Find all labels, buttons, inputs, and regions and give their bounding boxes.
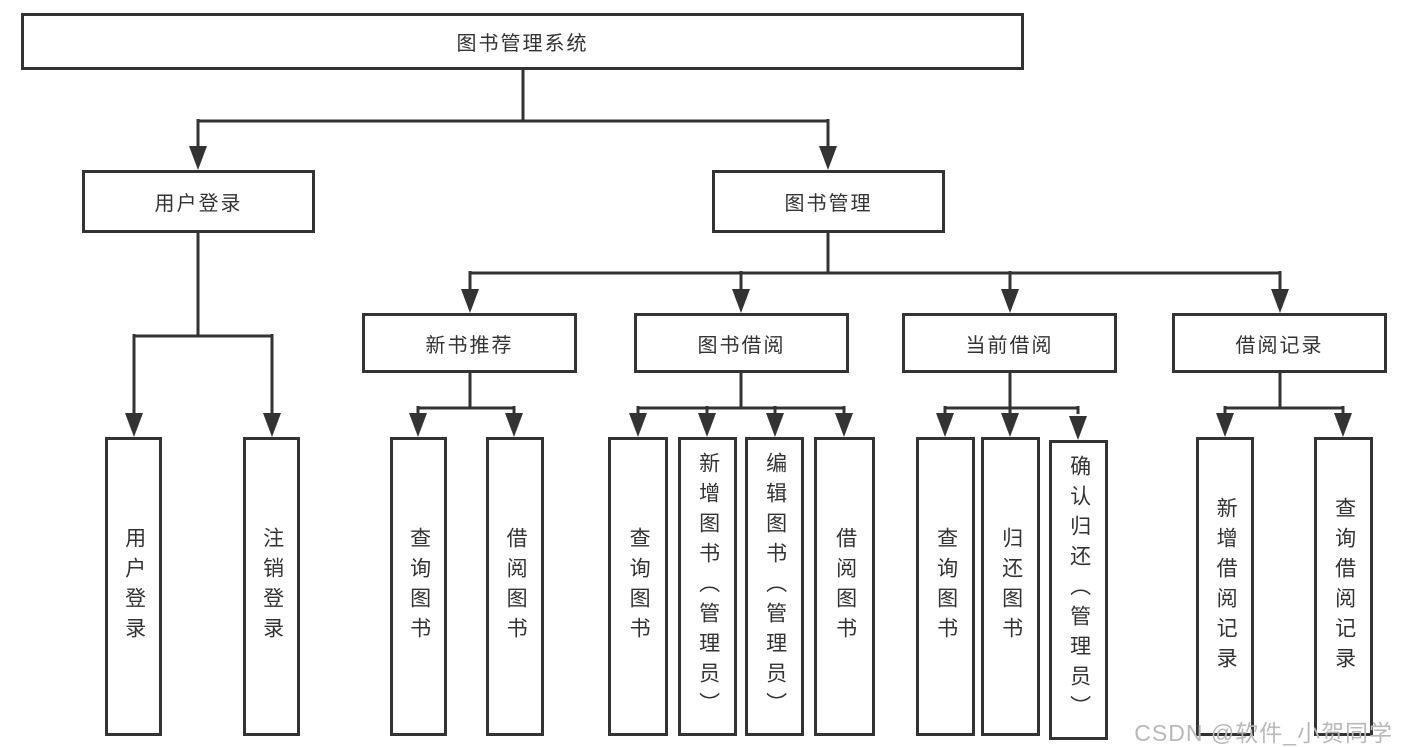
leaf-label: 查询图书 (407, 526, 431, 647)
node-label: 图书管理 (784, 193, 873, 215)
leaf-label: 归还图书 (999, 526, 1023, 647)
node-label: 当前借阅 (965, 334, 1054, 357)
leaf-borrow-books-borrowing: 借阅图书 (814, 437, 875, 736)
node-borrowing-records: 借阅记录 (1172, 313, 1387, 373)
leaf-add-book-admin: 新增图书（管理员） (678, 437, 737, 736)
leaf-label: 查询借阅记录 (1332, 496, 1356, 677)
node-label: 图书借阅 (697, 334, 786, 357)
leaf-return-books: 归还图书 (981, 437, 1040, 736)
leaf-add-borrow-record: 新增借阅记录 (1196, 437, 1254, 736)
node-book-management: 图书管理 (712, 170, 945, 233)
leaf-label: 查询图书 (934, 526, 958, 647)
leaf-query-books-borrowing: 查询图书 (608, 437, 668, 736)
leaf-label: 确认归还（管理员） (1067, 455, 1091, 725)
leaf-label: 新增图书（管理员） (696, 451, 720, 722)
leaf-borrow-books-recommend: 借阅图书 (486, 437, 544, 736)
node-label: 图书管理系统 (456, 33, 589, 55)
leaf-label: 新增借阅记录 (1214, 496, 1238, 677)
leaf-confirm-return-admin: 确认归还（管理员） (1049, 440, 1108, 740)
leaf-query-books-recommend: 查询图书 (390, 437, 447, 736)
leaf-label: 借阅图书 (833, 526, 857, 647)
node-label: 用户登录 (154, 193, 243, 215)
leaf-label: 编辑图书（管理员） (763, 451, 787, 722)
node-current-borrowing: 当前借阅 (902, 313, 1117, 373)
node-label: 新书推荐 (425, 334, 514, 357)
leaf-query-borrow-record: 查询借阅记录 (1314, 437, 1373, 736)
node-user-login: 用户登录 (82, 170, 315, 233)
leaf-user-login: 用户登录 (105, 437, 162, 736)
leaf-edit-book-admin: 编辑图书（管理员） (745, 437, 804, 736)
leaf-label: 用户登录 (122, 526, 146, 647)
leaf-label: 查询图书 (627, 526, 651, 647)
node-label: 借阅记录 (1235, 334, 1324, 357)
node-new-book-recommendation: 新书推荐 (362, 313, 577, 373)
watermark-text: CSDN @软件_小贺同学 (1134, 720, 1393, 746)
leaf-query-books-current: 查询图书 (916, 437, 975, 736)
node-book-borrowing: 图书借阅 (634, 313, 849, 373)
node-library-management-system: 图书管理系统 (21, 13, 1024, 70)
leaf-label: 借阅图书 (504, 526, 528, 647)
leaf-logout: 注销登录 (243, 437, 300, 736)
leaf-label: 注销登录 (260, 526, 284, 647)
